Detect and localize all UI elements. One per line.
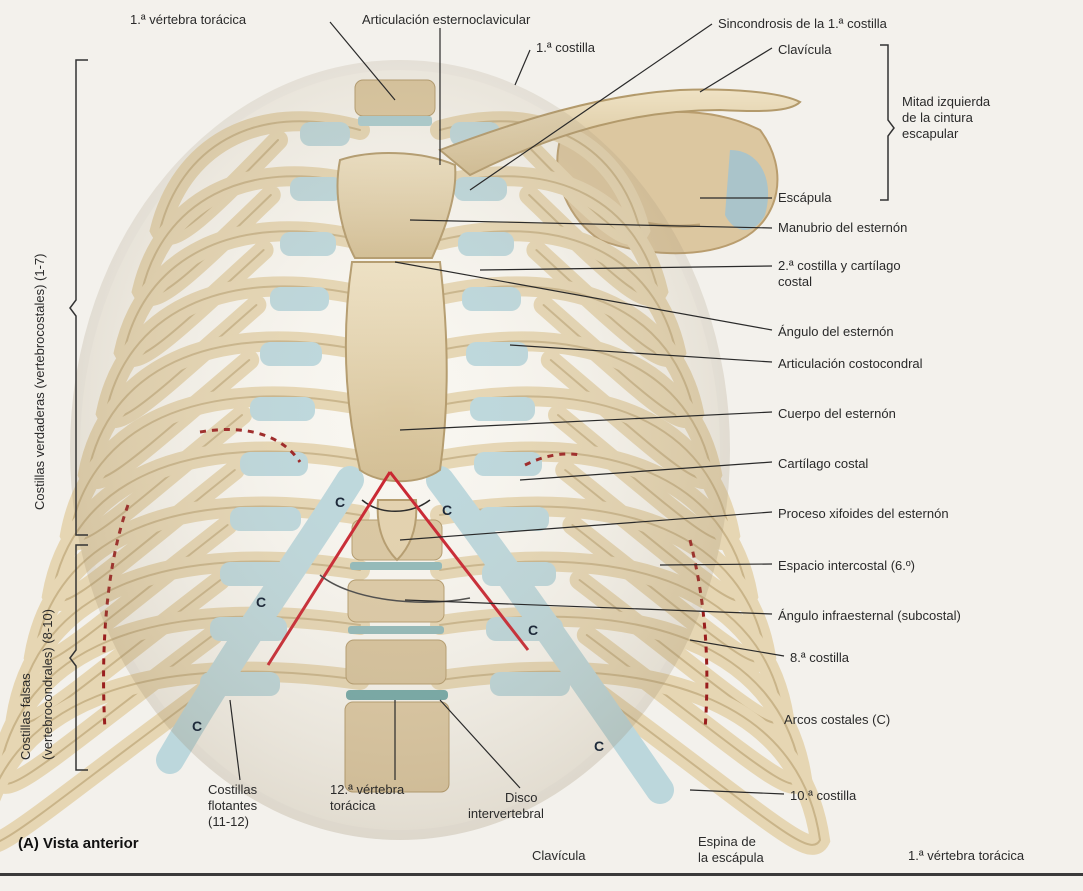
label-infrasternal-angle: Ángulo infraesternal (subcostal) [778,608,961,623]
label-costal-arches: Arcos costales (C) [784,712,890,727]
t1-vertebra-shape [355,80,435,126]
label-first-rib-synchondrosis: Sincondrosis de la 1.ª costilla [718,16,887,31]
costal-cartilage-right [474,452,542,476]
costal-cartilage-left [240,452,308,476]
c-marker: C [335,494,345,510]
footer-clavicle: Clavícula [532,848,585,863]
footer-t1-vertebra: 1.ª vértebra torácica [908,848,1024,863]
leader-line [515,50,530,85]
costal-cartilage-left [230,507,301,531]
label-costal-cartilage: Cartílago costal [778,456,868,471]
label-scapula: Escápula [778,190,831,205]
label-second-rib-1: 2.ª costilla y cartílago [778,258,901,273]
label-false-ribs-2: (vertebrocondrales) (8-10) [40,609,55,760]
c-marker: C [528,622,538,638]
label-shoulder-girdle-3: escapular [902,126,958,141]
costal-cartilage-right [470,397,535,421]
label-false-ribs-1: Costillas falsas [18,673,33,760]
label-floating-ribs-2: flotantes [208,798,257,813]
c-marker: C [192,718,202,734]
costal-cartilage-left [260,342,322,366]
costal-cartilage-left [280,232,336,256]
footer-spine-2: la escápula [698,850,764,865]
manubrium-shape [338,153,456,258]
costal-cartilage-left [300,122,350,146]
label-clavicle: Clavícula [778,42,831,57]
leader-line [700,48,772,92]
intervertebral-disc [346,690,448,700]
label-floating-ribs-1: Costillas [208,782,257,797]
label-costochondral-joint: Articulación costocondral [778,356,923,371]
c-marker: C [594,738,604,754]
label-t12-2: torácica [330,798,376,813]
label-t12-1: 12.ª vértebra [330,782,404,797]
costal-cartilage-left [270,287,329,311]
costal-cartilage-right [458,232,514,256]
costal-cartilage-right [462,287,521,311]
t12-vertebra [345,702,449,792]
label-tenth-rib: 10.ª costilla [790,788,856,803]
label-xiphoid: Proceso xifoides del esternón [778,506,949,521]
label-true-ribs: Costillas verdaderas (vertebrocostales) … [32,254,47,510]
label-sternoclavicular-joint: Articulación esternoclavicular [362,12,530,27]
bottom-rule [0,873,1083,876]
label-sternal-angle: Ángulo del esternón [778,324,894,339]
label-first-rib: 1.ª costilla [536,40,595,55]
label-second-rib-2: costal [778,274,812,289]
label-manubrium: Manubrio del esternón [778,220,907,235]
label-floating-ribs-3: (11-12) [208,814,249,829]
costal-cartilage-right [490,672,570,696]
label-eighth-rib: 8.ª costilla [790,650,849,665]
label-disc-2: intervertebral [468,806,544,821]
label-sternum-body: Cuerpo del esternón [778,406,896,421]
label-shoulder-girdle-1: Mitad izquierda [902,94,990,109]
footer-spine-1: Espina de [698,834,756,849]
label-t1-vertebra: 1.ª vértebra torácica [130,12,246,27]
c-marker: C [256,594,266,610]
label-shoulder-girdle-2: de la cintura [902,110,973,125]
sternum-body-shape [346,262,447,481]
scapula-shape [557,112,777,253]
costal-cartilage-left [290,177,343,201]
label-intercostal-space: Espacio intercostal (6.º) [778,558,915,573]
label-disc-1: Disco [505,790,538,805]
c-marker: C [442,502,452,518]
costal-cartilage-right [454,177,507,201]
costal-cartilage-left [250,397,315,421]
view-title: (A) Vista anterior [18,835,139,852]
